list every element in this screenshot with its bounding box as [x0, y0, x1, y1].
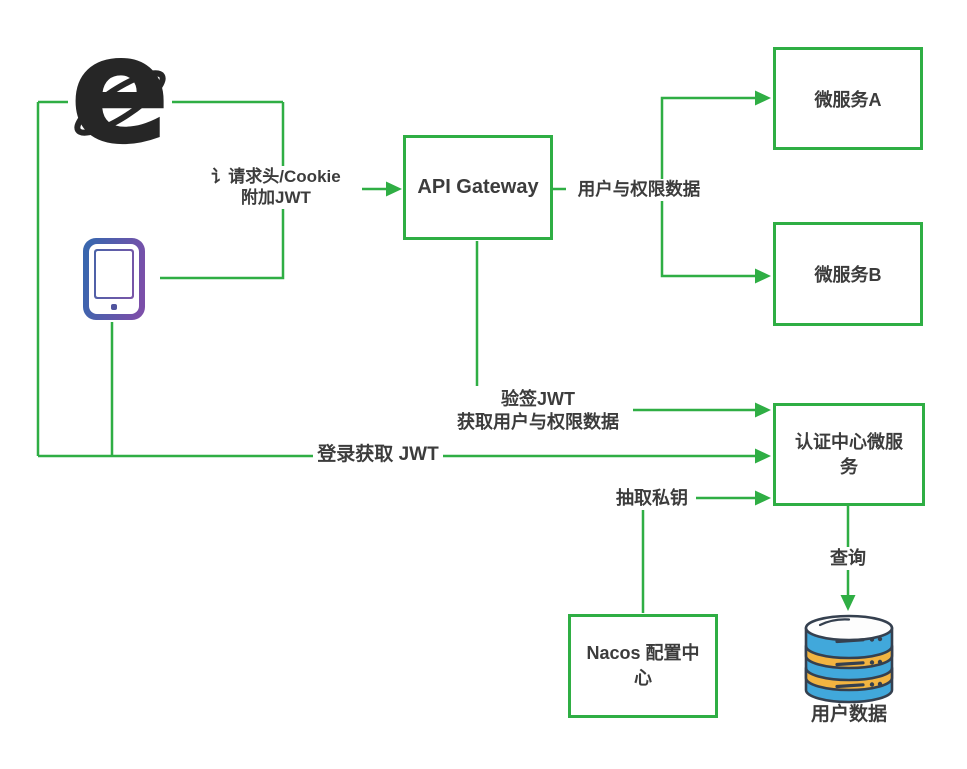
database-icon [803, 612, 895, 706]
api-gateway-label: API Gateway [417, 176, 539, 198]
ie-browser-icon: e [68, 48, 172, 154]
nacos-config-label: Nacos 配置中心 [586, 643, 700, 688]
arrowhead-gateway [386, 181, 402, 197]
arrowheads [386, 90, 856, 611]
user-perm-data-label: 用户与权限数据 [566, 179, 712, 201]
arrowhead-ms-a [755, 90, 771, 106]
query-label: 查询 [823, 547, 873, 570]
verify-jwt-label: 验签JWT 获取用户与权限数据 [443, 388, 633, 433]
tablet-body [89, 244, 139, 314]
arrowhead-auth-mid [755, 448, 771, 464]
microservice-b-label: 微服务B [814, 265, 882, 285]
arrowhead-db [840, 595, 856, 611]
nacos-config-node: Nacos 配置中心 [568, 614, 718, 718]
microservice-a-node: 微服务A [773, 47, 923, 150]
microservice-b-node: 微服务B [773, 222, 923, 326]
arrowhead-auth-top [755, 402, 771, 418]
tablet-home-button [111, 304, 117, 310]
svg-text:e: e [69, 48, 171, 154]
microservice-a-label: 微服务A [814, 89, 882, 110]
arrowhead-auth-bottom [755, 490, 771, 506]
tablet-screen [94, 249, 134, 299]
arrowhead-ms-b [755, 268, 771, 284]
auth-center-node: 认证中心微服务 [773, 403, 925, 506]
tablet-device-icon [83, 238, 145, 320]
login-get-jwt-label: 登录获取 JWT [313, 443, 443, 467]
extract-private-key-label: 抽取私钥 [608, 487, 696, 510]
api-gateway-node: API Gateway [403, 135, 553, 240]
auth-center-label: 认证中心微服务 [795, 431, 903, 477]
edge-bracket-to-tablet [160, 102, 285, 280]
request-header-label: 讠请求头/Cookie 附加JWT [190, 166, 362, 209]
user-data-label: 用户数据 [810, 704, 887, 725]
